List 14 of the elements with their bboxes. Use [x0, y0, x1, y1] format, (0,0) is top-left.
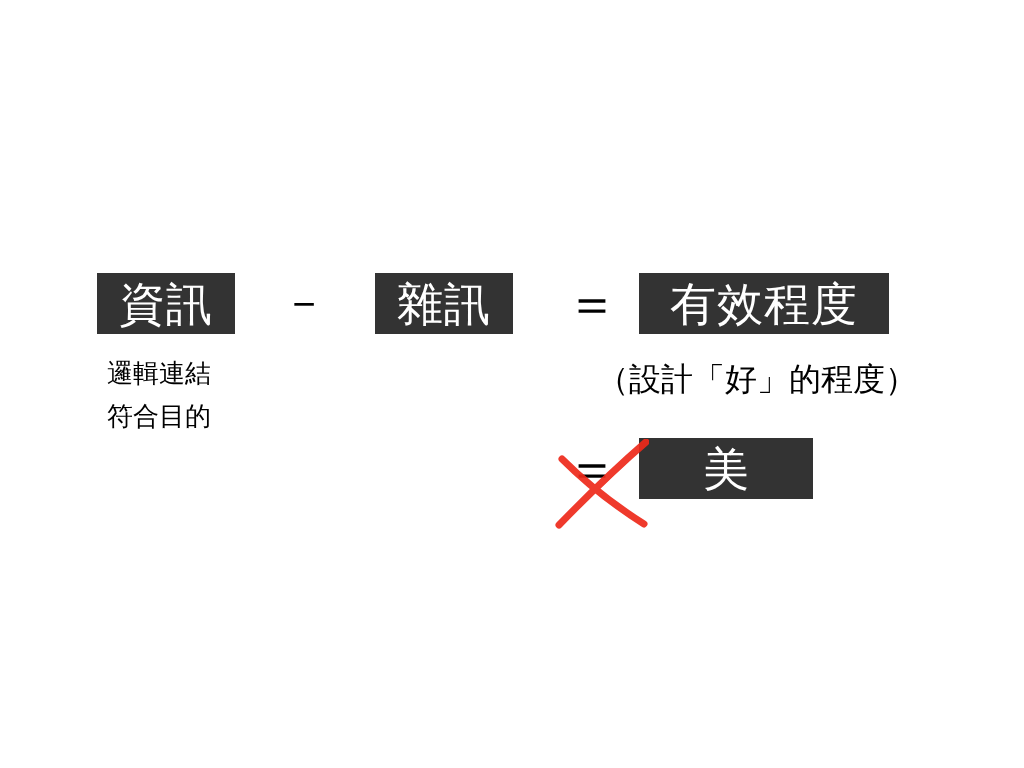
- term-label: 有效程度: [670, 280, 858, 327]
- operator-sign: ＝: [566, 281, 618, 325]
- note-text: 邏輯連結: [107, 359, 211, 388]
- term-box: [97, 273, 235, 334]
- term-box: [375, 273, 513, 334]
- term-box: [639, 273, 889, 334]
- operator-sign: ＝: [566, 446, 618, 490]
- term-label: 資訊: [119, 280, 213, 327]
- term-label: 美: [702, 445, 750, 492]
- note-text: 符合目的: [107, 402, 211, 431]
- term-box: [639, 438, 813, 499]
- note-text: （設計「好」的程度）: [597, 362, 917, 398]
- term-label: 雜訊: [397, 280, 491, 327]
- operator-sign: －: [281, 280, 327, 324]
